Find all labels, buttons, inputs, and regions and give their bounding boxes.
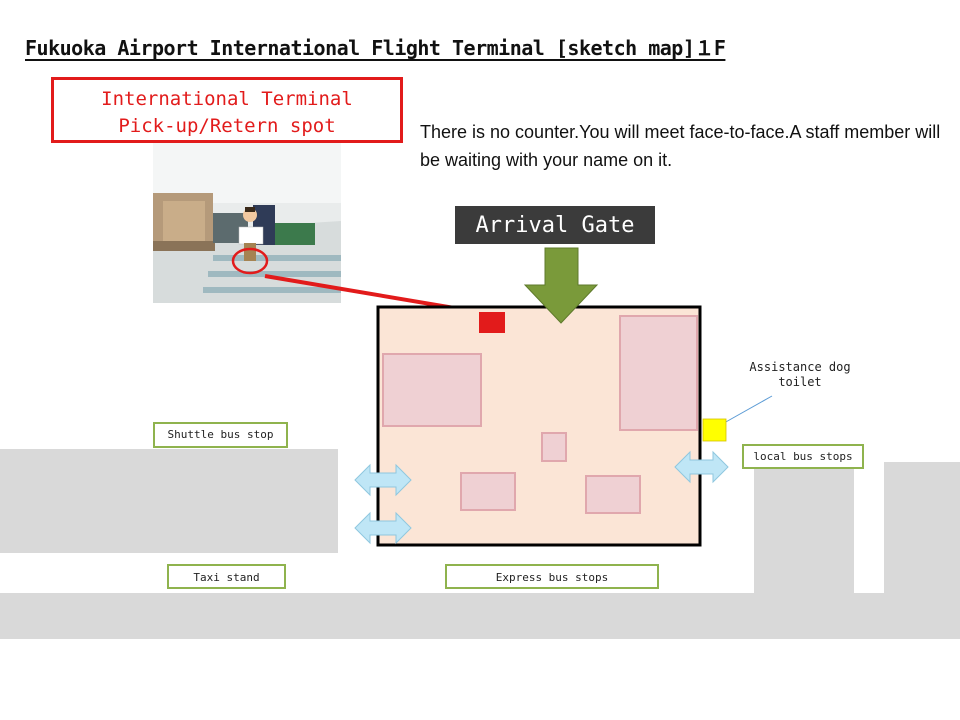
pickup-spot-label: International Terminal Pick-up/Retern sp… (51, 77, 403, 143)
inner-block (619, 315, 698, 431)
meeting-note: There is no counter.You will meet face-t… (420, 122, 941, 170)
dog-toilet-label-line2: toilet (778, 375, 822, 389)
local-bus-stops-label: local bus stops (742, 444, 864, 469)
pickup-marker-icon (479, 312, 505, 333)
express-bus-stops-label: Express bus stops (445, 564, 659, 589)
double-arrow-icon (674, 450, 729, 484)
shuttle-bus-stop-label: Shuttle bus stop (153, 422, 288, 448)
arrival-gate-label: Arrival Gate (455, 206, 655, 244)
pickup-spot-line2: Pick-up/Retern spot (118, 115, 336, 137)
double-arrow-icon (354, 463, 412, 497)
road-area (0, 593, 960, 639)
left-curb-area (0, 449, 338, 553)
pickup-spot-line1: International Terminal (101, 88, 353, 110)
inner-block (541, 432, 567, 462)
down-arrow-icon (523, 247, 599, 324)
dog-toilet-label-line1: Assistance dog (749, 360, 851, 374)
right-curb-area-1 (754, 465, 854, 595)
pickup-spot-photo (153, 143, 341, 303)
inner-block (460, 472, 516, 511)
dog-toilet-label: Assistance dog toilet (745, 360, 855, 390)
double-arrow-icon (354, 511, 412, 545)
dog-toilet-marker-icon (702, 418, 727, 442)
taxi-stand-label: Taxi stand (167, 564, 286, 589)
inner-block (585, 475, 641, 514)
page-title: Fukuoka Airport International Flight Ter… (25, 36, 726, 60)
inner-block (382, 353, 482, 427)
right-curb-area-2 (884, 462, 960, 595)
